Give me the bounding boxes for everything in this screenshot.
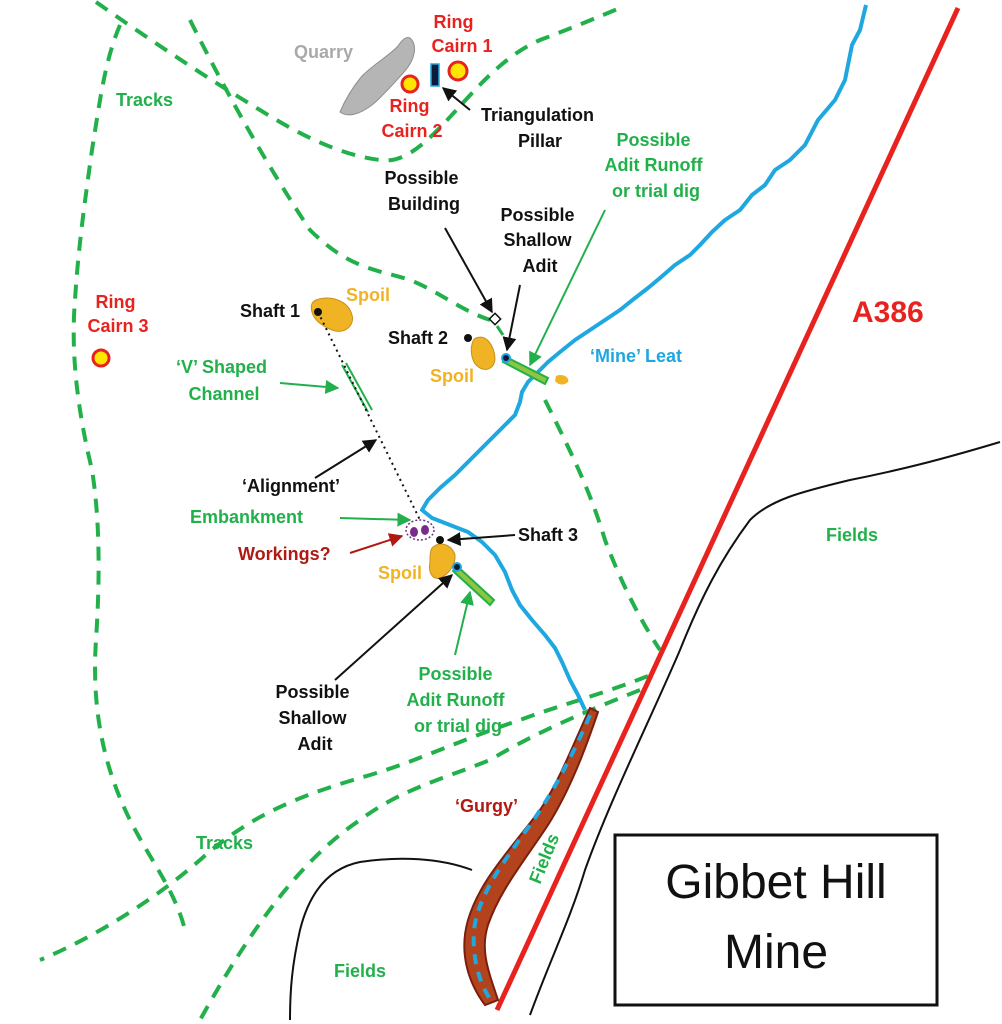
shaft-2-marker [464,334,472,342]
alignment-line [317,311,421,521]
adit-runoff-bottom [451,564,496,607]
tracks [39,0,662,1021]
adit-top-marker [501,353,511,363]
field-boundaries [289,441,1001,1021]
ring-cairn-1-marker [447,60,469,82]
shaft-1-marker [314,308,322,316]
road-a386 [494,6,961,1012]
possible-shallow-adit-label-top: Possible Shallow Adit [500,205,579,276]
ring-cairn-3-label: Ring Cairn 3 [87,292,148,336]
shaft-1-label: Shaft 1 [240,301,300,321]
mine-leat-label: ‘Mine’ Leat [590,346,682,366]
road-a386-label: A386 [852,296,924,329]
shaft-3-label: Shaft 3 [518,525,578,545]
v-channel-label: ‘V’ Shaped Channel [176,357,272,404]
track-west [71,24,187,931]
possible-shallow-adit-label-bottom: Possible Shallow Adit [275,682,354,754]
spoil-label-3: Spoil [378,563,422,583]
tracks-label-bottom: Tracks [196,833,253,853]
shaft-2-label: Shaft 2 [388,328,448,348]
spoil-heap-3 [429,543,456,579]
ring-cairn-2-marker [400,74,420,94]
annotation-arrows [279,87,606,681]
adit-bottom-marker [452,562,462,572]
quarry-label: Quarry [294,42,353,62]
field-boundary-southwest [289,857,473,1021]
field-boundary-east [529,441,1001,1016]
alignment-label: ‘Alignment’ [242,476,340,496]
embankment-mark-top [495,325,505,336]
spoil-heap-2 [470,336,496,370]
workings-label: Workings? [238,544,331,564]
fields-label-bottom: Fields [334,961,386,981]
embankment-label: Embankment [190,507,303,527]
gurgy-label: ‘Gurgy’ [455,796,518,816]
track-top-diagonal [94,0,621,163]
map-title-box: Gibbet Hill Mine [613,833,939,1007]
possible-building-label: Possible Building [384,168,463,214]
possible-adit-runoff-label-bottom: Possible Adit Runoff or trial dig [407,664,510,736]
track-south-1 [39,674,649,962]
map-title-line-1: Gibbet Hill [665,856,886,909]
shaft-3-marker [436,536,444,544]
track-upper-diagonal [188,19,491,322]
ring-cairn-1-label: Ring Cairn 1 [431,12,492,56]
tracks-label-top: Tracks [116,90,173,110]
spoil-heap-1 [310,297,354,332]
triangulation-pillar-marker [430,63,440,87]
workings-marker [405,519,435,541]
possible-building-marker [488,312,502,326]
map-title-line-2: Mine [724,926,828,979]
v-channel-marker [341,362,373,413]
spoil-heap-leat [555,374,569,385]
track-south-2 [198,688,641,1021]
triangulation-pillar-label: Triangulation Pillar [481,105,599,151]
spoil-label-2: Spoil [430,366,474,386]
possible-adit-runoff-label-top: Possible Adit Runoff or trial dig [605,130,708,201]
track-right-diagonal [543,399,662,652]
ring-cairn-3-marker [91,348,111,368]
gurgy-channel [463,706,600,1007]
spoil-label-1: Spoil [346,285,390,305]
ring-cairn-2-label: Ring Cairn 2 [381,96,442,141]
quarry-shape [339,37,416,116]
fields-label-right: Fields [826,525,878,545]
